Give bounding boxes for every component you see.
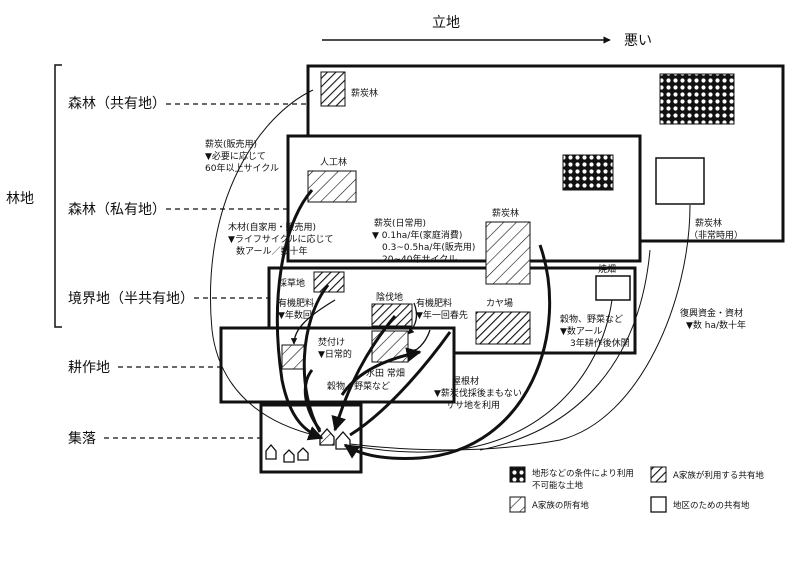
leader-lines [104,103,307,439]
note-roof-1: 屋根材 [452,375,479,387]
note-roof-2: ▼薪炭伐採後まもない [434,387,522,399]
parcel-shade-cut [371,303,413,327]
note-recovery-2: ▼数 ha/数十年 [686,319,746,331]
region-farmland [219,326,456,404]
note-daily-3: 0.3~0.5ha/年(販売用) [382,241,475,253]
legend-text-blank: 地区のための共有地 [673,500,750,511]
label-emergency-2: （非常時用） [689,229,743,241]
label-pasture: 採草地 [278,277,305,289]
house-icon [265,443,277,460]
row-label-private-forest: 森林（私有地） [68,202,166,218]
note-organic-right-2: ▼年一回春先 [416,309,468,321]
group-label-forest-land: 林地 [6,191,34,207]
parcel-swidden [595,275,631,301]
parcel-private-charcoal [485,221,531,285]
note-swidden-3: 3年耕作後休閑 [570,337,630,349]
row-label-common-forest: 森林（共有地） [68,96,166,112]
house-icon [283,449,295,463]
parcel-kaya [475,311,531,345]
flow-curves-thick [275,189,552,460]
label-paddy: 水田 常畑 [366,367,405,379]
note-daily-1: 薪炭(日常用) [374,217,426,229]
flow-curves-thin [210,89,691,453]
note-timber-1: 木材(自家用・販売用) [228,221,316,233]
label-swidden: 焼畑 [598,263,616,275]
group-bracket [54,64,62,328]
legend-swatch-dots [509,466,526,483]
legend-swatch-hatch-dense [650,466,667,483]
note-daily-4: 20~40年サイクル [382,253,457,265]
row-label-settlement: 集落 [68,430,96,447]
note-sales-3: 60年以上サイクル [205,162,279,174]
legend-text-hatch-sparse: A家族の所有地 [532,500,589,511]
parcel-unusable-1 [659,73,735,125]
legend-text-dots-1: 地形などの条件により利用 [532,468,634,479]
label-shade-cut: 陰伐地 [376,291,403,303]
note-swidden-2: ▼数アール [560,325,602,337]
row-label-boundary: 境界地（半共有地） [68,291,194,307]
parcel-emergency [655,157,705,205]
label-private-charcoal: 薪炭林 [492,207,519,219]
note-kindling-2: ▼日常的 [318,348,352,360]
label-common-charcoal: 薪炭林 [351,87,378,99]
label-emergency-1: 薪炭林 [695,217,722,229]
label-plantation: 人工林 [320,156,347,168]
note-organic-right-1: 有機肥料 [416,297,452,309]
note-kindling-1: 焚付け [318,337,345,348]
legend-swatch-blank [650,496,667,513]
note-timber-3: 数アール／数十年 [236,245,307,257]
note-sales-2: ▼必要に応じて [205,150,266,162]
house-icon [297,447,309,461]
label-kaya: カヤ場 [486,297,513,309]
note-roof-3: ササ地を利用 [446,399,500,411]
parcel-unusable-2 [562,154,614,191]
legend-text-hatch-dense: A家族が利用する共有地 [673,470,764,481]
note-sales-1: 薪炭(販売用) [205,138,257,150]
legend: 地形などの条件により利用 不可能な土地 A家族が利用する共有地 A家族の所有地 … [509,466,764,513]
row-label-farmland: 耕作地 [68,359,110,376]
note-grain: 穀物、野菜など [327,380,390,392]
legend-text-dots-2: 不可能な土地 [532,480,584,491]
axis-end-label: 悪い [624,33,652,49]
note-swidden-1: 穀物、野菜など [560,313,623,325]
note-organic-left-2: ▼年数回 [278,309,312,321]
parcel-plantation [307,170,357,203]
note-timber-2: ▼ライフサイクルに応じて [228,233,333,245]
flow-curves-mid [290,299,431,356]
parcel-common-charcoal [320,71,346,107]
axis-label: 立地 [432,15,460,31]
parcel-field-small [281,344,305,370]
parcel-pasture [313,271,345,293]
note-recovery-1: 復興資金・資材 [680,307,743,319]
note-organic-left-1: 有機肥料 [278,297,314,309]
legend-swatch-hatch-sparse [509,496,526,513]
note-daily-2: ▼ 0.1ha/年(家庭消費) [372,229,462,241]
